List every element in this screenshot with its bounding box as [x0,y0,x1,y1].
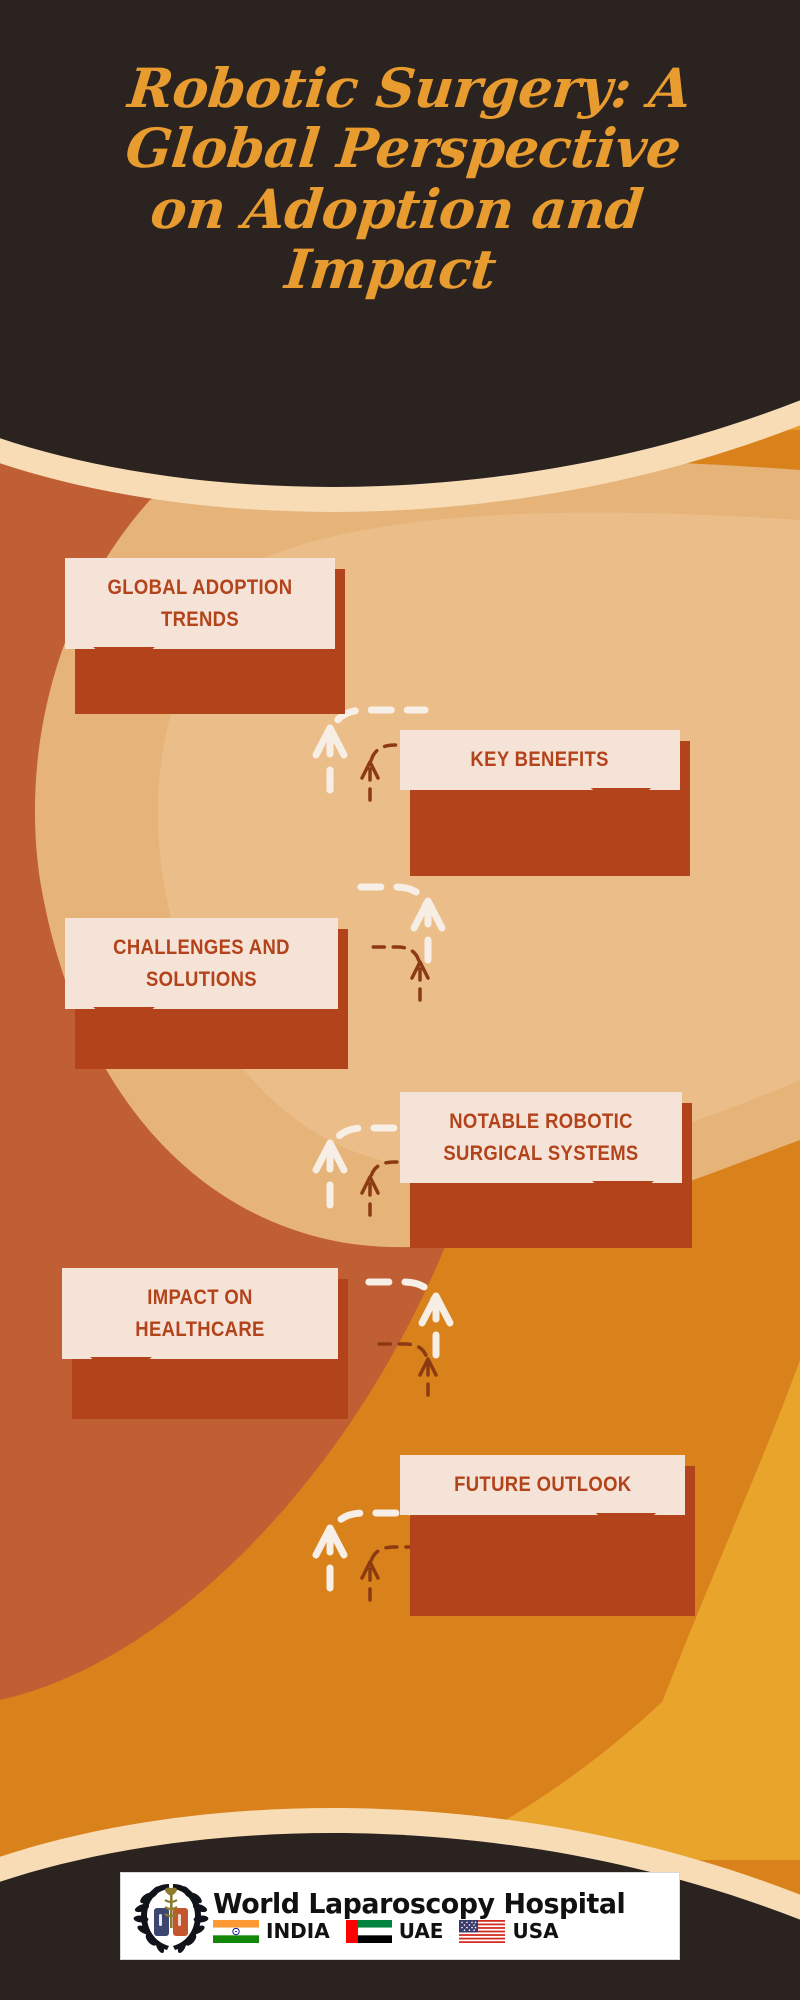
step-card[interactable]: FUTURE OUTLOOK [400,1455,685,1537]
arrow-trends-to-benefits [312,706,432,802]
arrow-impact-to-future [312,1509,430,1602]
step-card[interactable]: NOTABLE ROBOTIC SURGICAL SYSTEMS [400,1092,682,1205]
step-label: IMPACT ON HEALTHCARE [135,1286,265,1341]
step-label: GLOBAL ADOPTION TRENDS [107,576,293,631]
step-box-global-adoption-trends[interactable]: GLOBAL ADOPTION TRENDS [65,558,345,714]
logo-text-block: World Laparoscopy Hospital INDIA [213,1886,671,1943]
step-box-key-benefits[interactable]: KEY BENEFITS [400,730,690,876]
usa-flag-icon [459,1919,506,1943]
country-label-india: INDIA [266,1919,330,1943]
step-label: CHALLENGES AND SOLUTIONS [113,936,290,991]
footer: World Laparoscopy Hospital INDIA [0,1730,800,2000]
step-box-future-outlook[interactable]: FUTURE OUTLOOK [400,1455,695,1616]
country-label-uae: UAE [398,1919,444,1943]
hospital-name: World Laparoscopy Hospital [213,1886,626,1920]
step-card[interactable]: IMPACT ON HEALTHCARE [62,1268,338,1381]
step-card[interactable]: GLOBAL ADOPTION TRENDS [65,558,335,671]
step-label: KEY BENEFITS [470,748,610,771]
step-box-challenges-and-solutions[interactable]: CHALLENGES AND SOLUTIONS [65,918,348,1069]
step-label: NOTABLE ROBOTIC SURGICAL SYSTEMS [443,1110,639,1165]
arrow-benefits-to-challenges [354,883,446,1002]
hospital-logo[interactable]: World Laparoscopy Hospital INDIA [120,1872,680,1960]
arrow-systems-to-impact [362,1278,454,1397]
step-box-notable-robotic-systems[interactable]: NOTABLE ROBOTIC SURGICAL SYSTEMS [400,1092,692,1248]
country-label-usa: USA [512,1919,559,1943]
step-card[interactable]: CHALLENGES AND SOLUTIONS [65,918,338,1031]
india-flag-icon [213,1919,259,1943]
step-label: FUTURE OUTLOOK [453,1473,632,1496]
laurel-wreath-caduceus-emblem [133,1884,209,1954]
uae-flag-icon [345,1919,392,1943]
arrow-challenges-to-systems [312,1124,430,1217]
step-box-impact-on-healthcare[interactable]: IMPACT ON HEALTHCARE [62,1268,348,1419]
step-card[interactable]: KEY BENEFITS [400,730,680,812]
country-flags-row: INDIA UAE [213,1919,671,1943]
